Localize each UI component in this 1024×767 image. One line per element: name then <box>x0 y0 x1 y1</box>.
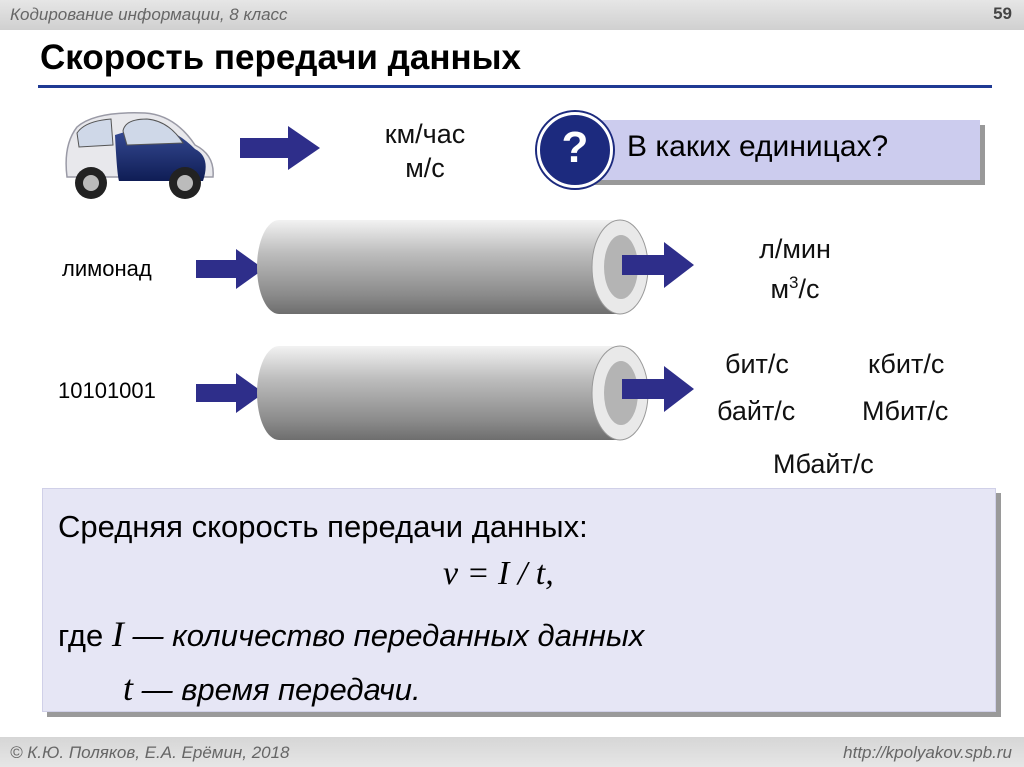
formula-box: Средняя скорость передачи данных: v = I … <box>42 488 996 712</box>
question-box: В каких единицах? <box>575 120 980 180</box>
definition-i: где I — количество переданных данных <box>58 613 644 655</box>
question-text: В каких единицах? <box>627 130 888 164</box>
page-number: 59 <box>993 4 1012 24</box>
unit-l-min: л/мин <box>735 232 855 266</box>
unit-m3-s: м3/с <box>735 266 855 306</box>
unit-ms: м/с <box>355 151 495 185</box>
car-units: км/час м/с <box>355 117 495 185</box>
footer-bar: © К.Ю. Поляков, Е.А. Ерёмин, 2018 http:/… <box>0 737 1024 767</box>
lemonade-units: л/мин м3/с <box>735 232 855 306</box>
question-mark: ? <box>540 123 610 173</box>
i-description: — количество переданных данных <box>133 618 645 653</box>
arrow-right-icon <box>622 366 694 412</box>
unit-byte-s: байт/с <box>717 394 795 428</box>
arrow-right-icon <box>196 373 264 413</box>
binary-label: 10101001 <box>58 378 156 404</box>
arrow-right-icon <box>240 126 320 170</box>
copyright-text: © К.Ю. Поляков, Е.А. Ерёмин, 2018 <box>10 743 290 763</box>
unit-mbyte-s: Мбайт/с <box>773 447 874 481</box>
formula-heading: Средняя скорость передачи данных: <box>58 509 588 545</box>
header-bar: Кодирование информации, 8 класс 59 <box>0 0 1024 30</box>
definition-t: t — время передачи. <box>123 667 421 709</box>
question-icon: ? <box>537 112 613 188</box>
speed-formula: v = I / t, <box>443 555 554 593</box>
title-underline <box>38 85 992 88</box>
pipe-icon <box>255 344 650 442</box>
page-title: Скорость передачи данных <box>40 38 521 78</box>
unit-bit-s: бит/с <box>725 347 789 381</box>
pipe-icon <box>255 218 650 316</box>
symbol-t: t <box>123 668 133 708</box>
course-subtitle: Кодирование информации, 8 класс <box>10 5 288 25</box>
unit-mbit-s: Мбит/с <box>862 394 948 428</box>
car-icon <box>55 105 220 205</box>
where-word: где <box>58 618 103 653</box>
symbol-i: I <box>112 614 124 654</box>
arrow-right-icon <box>196 249 264 289</box>
unit-kmh: км/час <box>355 117 495 151</box>
site-link[interactable]: http://kpolyakov.spb.ru <box>843 743 1012 763</box>
lemonade-label: лимонад <box>62 256 152 282</box>
t-description: — время передачи. <box>142 672 421 707</box>
arrow-right-icon <box>622 242 694 288</box>
unit-kbit-s: кбит/с <box>868 347 944 381</box>
